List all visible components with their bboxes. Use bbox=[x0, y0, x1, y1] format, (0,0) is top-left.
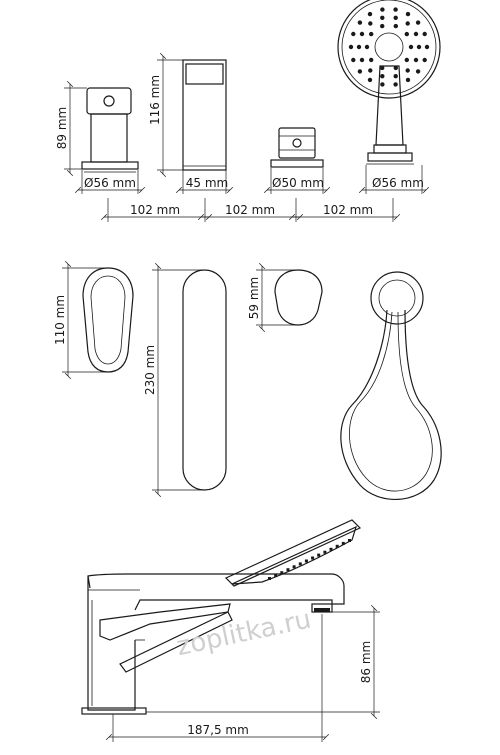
dimension-45: 45 mm bbox=[179, 170, 230, 194]
nozzle-dot bbox=[380, 82, 385, 87]
side-nozzle bbox=[268, 577, 271, 580]
diverter-side-view bbox=[270, 127, 324, 168]
label-116mm: 116 mm bbox=[148, 75, 162, 125]
label-102-3: 102 mm bbox=[323, 203, 373, 217]
watermark: zoplitka.ru bbox=[174, 604, 314, 662]
nozzle-dot bbox=[405, 77, 411, 83]
nozzle-dot bbox=[422, 57, 427, 63]
nozzle-dot bbox=[359, 57, 365, 63]
dimension-89: 89 mm bbox=[55, 84, 87, 173]
label-d56-b: Ø56 mm bbox=[372, 176, 424, 190]
nozzle-dot bbox=[405, 11, 411, 17]
label-230mm: 230 mm bbox=[143, 345, 157, 395]
nozzle-dot bbox=[380, 7, 385, 12]
label-d50: Ø50 mm bbox=[272, 176, 324, 190]
side-nozzle bbox=[348, 539, 351, 542]
dimension-d50: Ø50 mm bbox=[267, 168, 327, 194]
dimension-59: 59 mm bbox=[247, 266, 298, 329]
nozzle-dot bbox=[393, 15, 398, 20]
nozzle-dot bbox=[380, 23, 385, 29]
bath-mixer-elevation bbox=[81, 519, 362, 715]
dimension-110: 110 mm bbox=[53, 264, 108, 376]
dimension-86: 86 mm bbox=[146, 608, 380, 716]
side-nozzle bbox=[292, 565, 296, 569]
side-nozzle bbox=[274, 574, 278, 578]
nozzle-dot bbox=[368, 68, 373, 73]
label-102-2: 102 mm bbox=[225, 203, 275, 217]
side-nozzle bbox=[304, 559, 308, 563]
nozzle-dot bbox=[393, 74, 398, 79]
nozzle-dot bbox=[357, 20, 363, 25]
side-nozzle bbox=[329, 547, 333, 551]
nozzle-dot bbox=[364, 44, 370, 50]
nozzle-dot bbox=[369, 31, 374, 37]
nozzle-dot bbox=[393, 65, 398, 71]
nozzle-dot bbox=[359, 31, 365, 37]
nozzle-dot bbox=[351, 31, 356, 37]
nozzle-dot bbox=[393, 7, 398, 12]
nozzle-dot bbox=[357, 69, 363, 74]
nozzle-dot bbox=[413, 57, 419, 63]
side-nozzle bbox=[317, 553, 321, 557]
label-110mm: 110 mm bbox=[53, 295, 67, 345]
side-nozzle bbox=[280, 571, 284, 575]
nozzle-dot bbox=[404, 57, 409, 63]
hand-shower-front bbox=[337, 0, 441, 165]
side-nozzle bbox=[335, 544, 339, 548]
nozzle-dot bbox=[348, 44, 354, 50]
label-59mm: 59 mm bbox=[247, 277, 261, 319]
dimension-230: 230 mm bbox=[143, 266, 204, 494]
nozzle-dot bbox=[380, 65, 385, 71]
dimension-d56-a: Ø56 mm bbox=[78, 170, 142, 194]
side-nozzle bbox=[286, 568, 290, 572]
nozzle-dot bbox=[393, 82, 398, 87]
spout-side-view bbox=[182, 59, 227, 171]
nozzle-dot bbox=[380, 15, 385, 20]
nozzle-dot bbox=[393, 23, 398, 29]
diverter-top-view bbox=[274, 269, 323, 326]
spout-top-view bbox=[182, 269, 227, 491]
dimension-187-5: 187,5 mm bbox=[109, 614, 326, 742]
nozzle-dot bbox=[356, 44, 362, 50]
nozzle-dot bbox=[405, 21, 410, 26]
label-102-1: 102 mm bbox=[130, 203, 180, 217]
nozzle-dot bbox=[368, 21, 373, 26]
nozzle-dot bbox=[413, 31, 419, 37]
dimension-d56-b: Ø56 mm bbox=[362, 165, 426, 194]
nozzle-dot bbox=[380, 74, 385, 79]
label-89mm: 89 mm bbox=[55, 107, 69, 149]
nozzle-dot bbox=[415, 20, 421, 25]
label-187-5mm: 187,5 mm bbox=[187, 723, 249, 737]
mixer-side-view-1 bbox=[81, 87, 139, 173]
hand-shower-top-view bbox=[340, 271, 442, 500]
nozzle-dot bbox=[408, 44, 414, 50]
side-nozzle bbox=[341, 541, 345, 545]
dimension-spacing: 102 mm 102 mm 102 mm bbox=[104, 198, 397, 222]
nozzle-dot bbox=[369, 57, 374, 63]
side-nozzle bbox=[311, 556, 315, 560]
side-nozzle bbox=[298, 562, 302, 566]
label-d56-a: Ø56 mm bbox=[84, 176, 136, 190]
nozzle-dot bbox=[415, 69, 421, 74]
nozzle-dot bbox=[367, 11, 373, 17]
nozzle-dot bbox=[422, 31, 427, 37]
nozzle-dot bbox=[416, 44, 422, 50]
nozzle-dot bbox=[424, 44, 430, 50]
dimension-116: 116 mm bbox=[148, 56, 183, 174]
nozzle-dot bbox=[351, 57, 356, 63]
label-45mm: 45 mm bbox=[186, 176, 228, 190]
mixer-top-view bbox=[82, 267, 134, 373]
nozzle-dot bbox=[404, 31, 409, 37]
label-86mm: 86 mm bbox=[359, 641, 373, 683]
side-nozzle bbox=[323, 550, 327, 554]
nozzle-dot bbox=[405, 68, 410, 73]
nozzle-dot bbox=[367, 77, 373, 83]
